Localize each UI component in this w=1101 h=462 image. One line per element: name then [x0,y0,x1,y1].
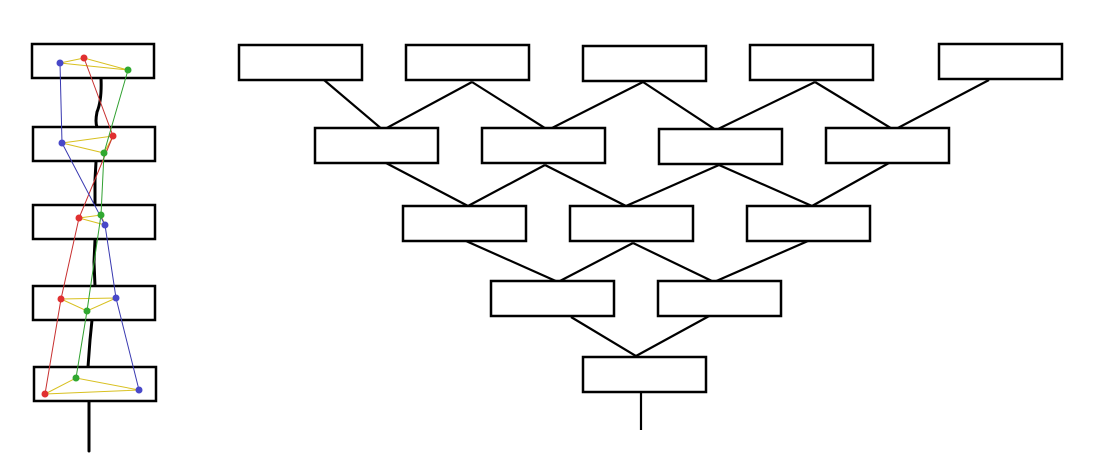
green-dot [83,307,91,315]
green-dot [97,211,105,219]
tree-box-l1-4 [748,43,875,82]
connector [557,242,634,283]
triangle-3 [78,214,106,226]
spine-segment-4 [86,318,94,369]
spine-segment-2 [93,160,98,206]
red-dot [109,132,117,140]
connector [715,81,816,131]
tree-box-l1-3 [581,44,708,83]
connector [467,164,546,207]
red-dot [57,295,65,303]
green-dot [72,374,80,382]
blue-dot [58,139,66,147]
connector [547,81,644,131]
green-dot [100,149,108,157]
blue-dots [56,59,143,394]
left-box-1 [30,42,156,80]
connector [632,242,715,283]
connector [471,81,549,131]
tree-box-l3-2 [568,204,695,243]
red-dot [75,214,83,222]
connector [323,79,384,131]
tree-box-l4-1 [489,279,616,318]
connector [642,81,717,131]
tree-box-l2-3 [657,127,784,166]
tree-box-l2-2 [480,126,607,165]
blue-dot [101,221,109,229]
tree-box-l3-3 [745,204,872,243]
red-dot [80,54,88,62]
tree-boxes [237,42,1064,394]
green-dot [124,66,132,74]
tree-box-l2-4 [824,126,951,165]
connector [385,162,469,207]
tree-box-l5-1 [581,355,708,394]
red-dots [41,54,117,398]
left-stack [30,42,158,453]
tree-box-l2-1 [313,126,440,165]
left-box-5 [32,365,158,403]
triangle-1 [59,57,129,71]
connector [713,239,809,284]
tree-box-l1-5 [937,42,1064,81]
yellow-triangles [44,57,140,395]
left-box-4 [31,284,157,322]
pyramid-tree [237,42,1064,430]
tree-box-l3-1 [401,204,528,243]
connector [718,163,813,208]
triangle-2 [61,135,114,154]
tree-connectors [323,79,990,430]
blue-dot [135,386,143,394]
connector [382,81,473,131]
connector [625,163,720,208]
connector [465,239,559,284]
tree-box-l1-1 [237,43,364,82]
spine-segment-1 [94,76,103,129]
connector [635,314,712,357]
green-dots [72,66,132,382]
connector [893,79,990,131]
red-dot [41,390,49,398]
triangle-5 [44,377,140,395]
connector [570,316,637,357]
tree-box-l1-2 [404,43,531,82]
blue-dot [56,59,64,67]
tree-box-l4-2 [656,279,783,318]
connector [544,164,627,207]
connector [811,162,890,207]
connector [814,81,895,131]
blue-dot [112,294,120,302]
left-box-2 [31,125,157,163]
left-boxes [30,42,158,403]
